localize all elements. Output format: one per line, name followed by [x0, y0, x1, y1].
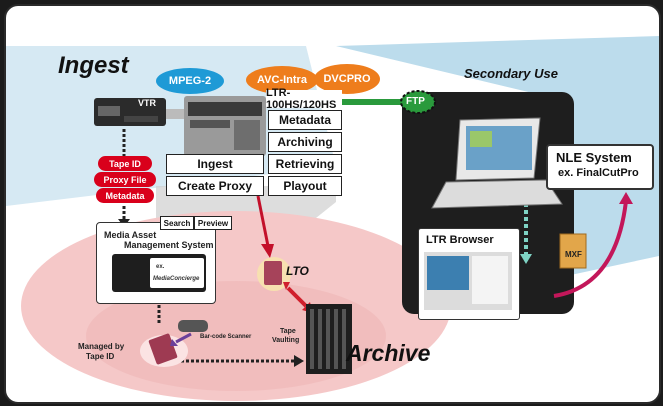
ltr-browser-video	[427, 256, 469, 290]
function-create-proxy: Create Proxy	[166, 176, 264, 196]
dvcpro-badge: DVCPRO	[314, 64, 380, 94]
lto-label: LTO	[286, 264, 309, 278]
laptop-thumb	[470, 131, 492, 147]
mam-preview-button: Preview	[194, 216, 232, 230]
vault-arrowhead	[294, 355, 304, 367]
tape-vaulting-line1: Tape	[280, 328, 296, 335]
secondary-ray	[336, 36, 659, 276]
vtr-slot	[98, 106, 120, 116]
barcode-scanner	[178, 320, 208, 332]
deck-model-label: LTR-100HS/120HS	[266, 87, 342, 111]
deck-front	[188, 102, 262, 116]
mam-example-prefix: ex.	[156, 264, 165, 270]
function-playout: Playout	[268, 176, 342, 196]
ltr-browser-screen	[424, 252, 512, 310]
nle-title: NLE System	[556, 150, 632, 165]
managed-by-line2: Tape ID	[86, 352, 115, 361]
proxy-file-tag: Proxy File	[94, 172, 156, 187]
metadata-tag: Metadata	[96, 188, 154, 203]
mam-search-button: Search	[160, 216, 194, 230]
lto-cartridge	[264, 261, 282, 285]
ftp-badge	[400, 90, 436, 114]
function-retrieving: Retrieving	[268, 154, 342, 174]
barcode-scanner-label: Bar-code Scanner	[200, 334, 252, 340]
archive-arrow	[256, 195, 270, 247]
deck-display	[190, 120, 230, 128]
tape-vault	[306, 304, 352, 374]
lto-vault-arrow	[286, 286, 308, 308]
function-ingest: Ingest	[166, 154, 264, 174]
mxf-file-icon	[559, 233, 587, 269]
managed-by-line1: Managed by	[78, 342, 125, 351]
mxf-arrow	[553, 200, 628, 298]
avc-intra-badge: AVC-Intra	[246, 66, 318, 94]
browser-link-arrowhead	[520, 254, 532, 264]
scanner-arrowhead	[170, 339, 178, 346]
mam-title-line1: Media Asset	[104, 230, 157, 240]
nle-example: ex. FinalCutPro	[558, 167, 639, 179]
ingest-title: Ingest	[58, 52, 129, 79]
diagram-frame: Ingest Secondary Use Archive MPEG-2 AVC-…	[4, 4, 661, 404]
mxf-label: MXF	[565, 250, 582, 259]
mam-logo-box	[150, 258, 204, 288]
lto-vault-arrowtail	[283, 282, 290, 290]
function-metadata: Metadata	[268, 110, 342, 130]
tape-vaulting-line2: Vaulting	[272, 337, 300, 344]
archive-title: Archive	[346, 340, 431, 366]
tape-id-tag: Tape ID	[98, 156, 152, 171]
laptop-base	[431, 179, 563, 209]
nle-box	[546, 144, 654, 190]
mxf-arrowhead	[619, 192, 633, 204]
deck-controls	[234, 120, 260, 150]
secondary-use-title: Secondary Use	[464, 66, 558, 81]
archive-arrowhead	[261, 244, 274, 258]
function-archiving: Archiving	[268, 132, 342, 152]
mam-title-line2: Management System	[124, 240, 214, 250]
ltr-browser-label: LTR Browser	[426, 234, 494, 246]
managed-tape	[148, 333, 178, 365]
ltr-browser-list	[472, 256, 508, 304]
vtr-label: VTR	[138, 98, 156, 108]
scanner-arrow	[175, 332, 192, 344]
vtr-panel	[124, 116, 158, 122]
mam-example-name: MediaConcierge	[153, 276, 200, 282]
mpeg2-badge: MPEG-2	[156, 68, 224, 94]
ftp-label: FTP	[406, 96, 425, 107]
